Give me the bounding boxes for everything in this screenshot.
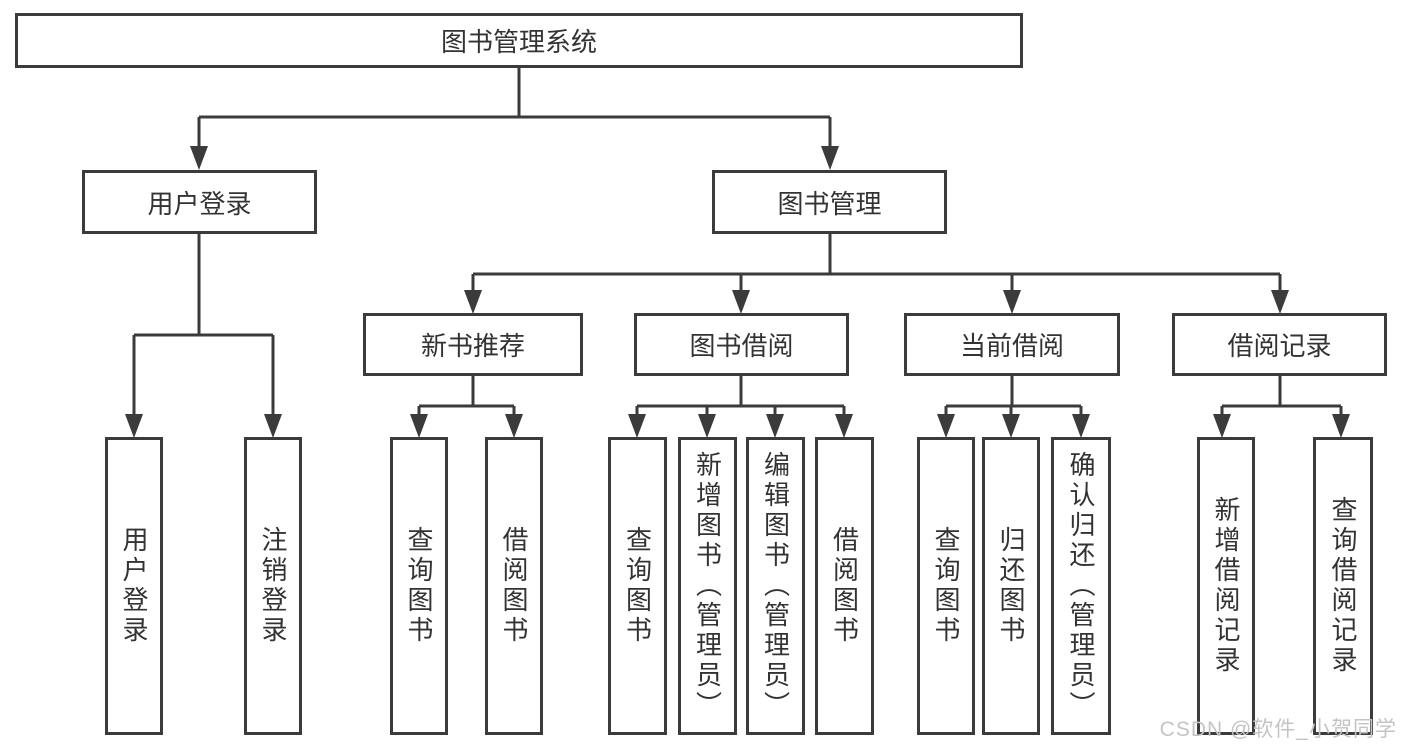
connector-borrow-records [1220, 376, 1343, 418]
connector-new-book-recommend [417, 376, 516, 418]
arrowhead-icon [698, 414, 716, 438]
connector-stems [132, 68, 1343, 418]
arrowhead-icon [821, 146, 839, 170]
connector-book-management [471, 234, 1282, 294]
arrowhead-icon [464, 290, 482, 314]
connector-user-login [132, 234, 275, 418]
leaf-borrow-books: 借阅图书 [815, 437, 874, 735]
leaf-add-books-admin: 新增图书（管理员） [678, 437, 737, 735]
arrowhead-icon [1072, 414, 1090, 438]
arrowhead-icon [1213, 414, 1231, 438]
arrowhead-icon [937, 414, 955, 438]
leaf-borrow-books-recommend: 借阅图书 [485, 437, 543, 735]
node-borrow-records: 借阅记录 [1172, 313, 1387, 376]
connector-current-borrow [944, 376, 1083, 418]
node-new-book-recommend: 新书推荐 [363, 313, 583, 376]
connector-root [197, 68, 832, 150]
connector-book-borrow [635, 376, 846, 418]
leaf-return-books: 归还图书 [982, 437, 1040, 735]
leaf-edit-books-admin: 编辑图书（管理员） [746, 437, 805, 735]
arrowhead-icon [732, 290, 750, 314]
leaf-logout: 注销登录 [244, 437, 302, 735]
node-user-login: 用户登录 [82, 170, 317, 234]
arrowhead-icon [1002, 414, 1020, 438]
arrowhead-icon [410, 414, 428, 438]
node-current-borrow: 当前借阅 [904, 313, 1120, 376]
leaf-query-books-recommend: 查询图书 [390, 437, 448, 735]
arrowhead-icon [264, 414, 282, 438]
arrowhead-icon [1003, 290, 1021, 314]
node-book-borrow: 图书借阅 [634, 313, 849, 376]
arrowhead-icon [505, 414, 523, 438]
arrowhead-icon [190, 146, 208, 170]
leaf-add-borrow-record: 新增借阅记录 [1197, 437, 1255, 735]
leaf-query-books-current: 查询图书 [917, 437, 975, 735]
node-library-system: 图书管理系统 [15, 13, 1023, 68]
arrowhead-icon [125, 414, 143, 438]
node-book-management: 图书管理 [712, 170, 947, 234]
watermark: CSDN @软件_小贺同学 [1159, 718, 1397, 741]
arrowhead-icon [628, 414, 646, 438]
leaf-user-login: 用户登录 [105, 437, 163, 735]
arrowhead-icon [835, 414, 853, 438]
arrowhead-icon [1271, 290, 1289, 314]
arrowhead-icon [766, 414, 784, 438]
arrowhead-icon [1332, 414, 1350, 438]
leaf-query-borrow-record: 查询借阅记录 [1313, 437, 1373, 735]
leaf-confirm-return-admin: 确认归还（管理员） [1051, 437, 1111, 735]
leaf-query-books-borrow: 查询图书 [608, 437, 667, 735]
arrowheads [125, 146, 1350, 438]
